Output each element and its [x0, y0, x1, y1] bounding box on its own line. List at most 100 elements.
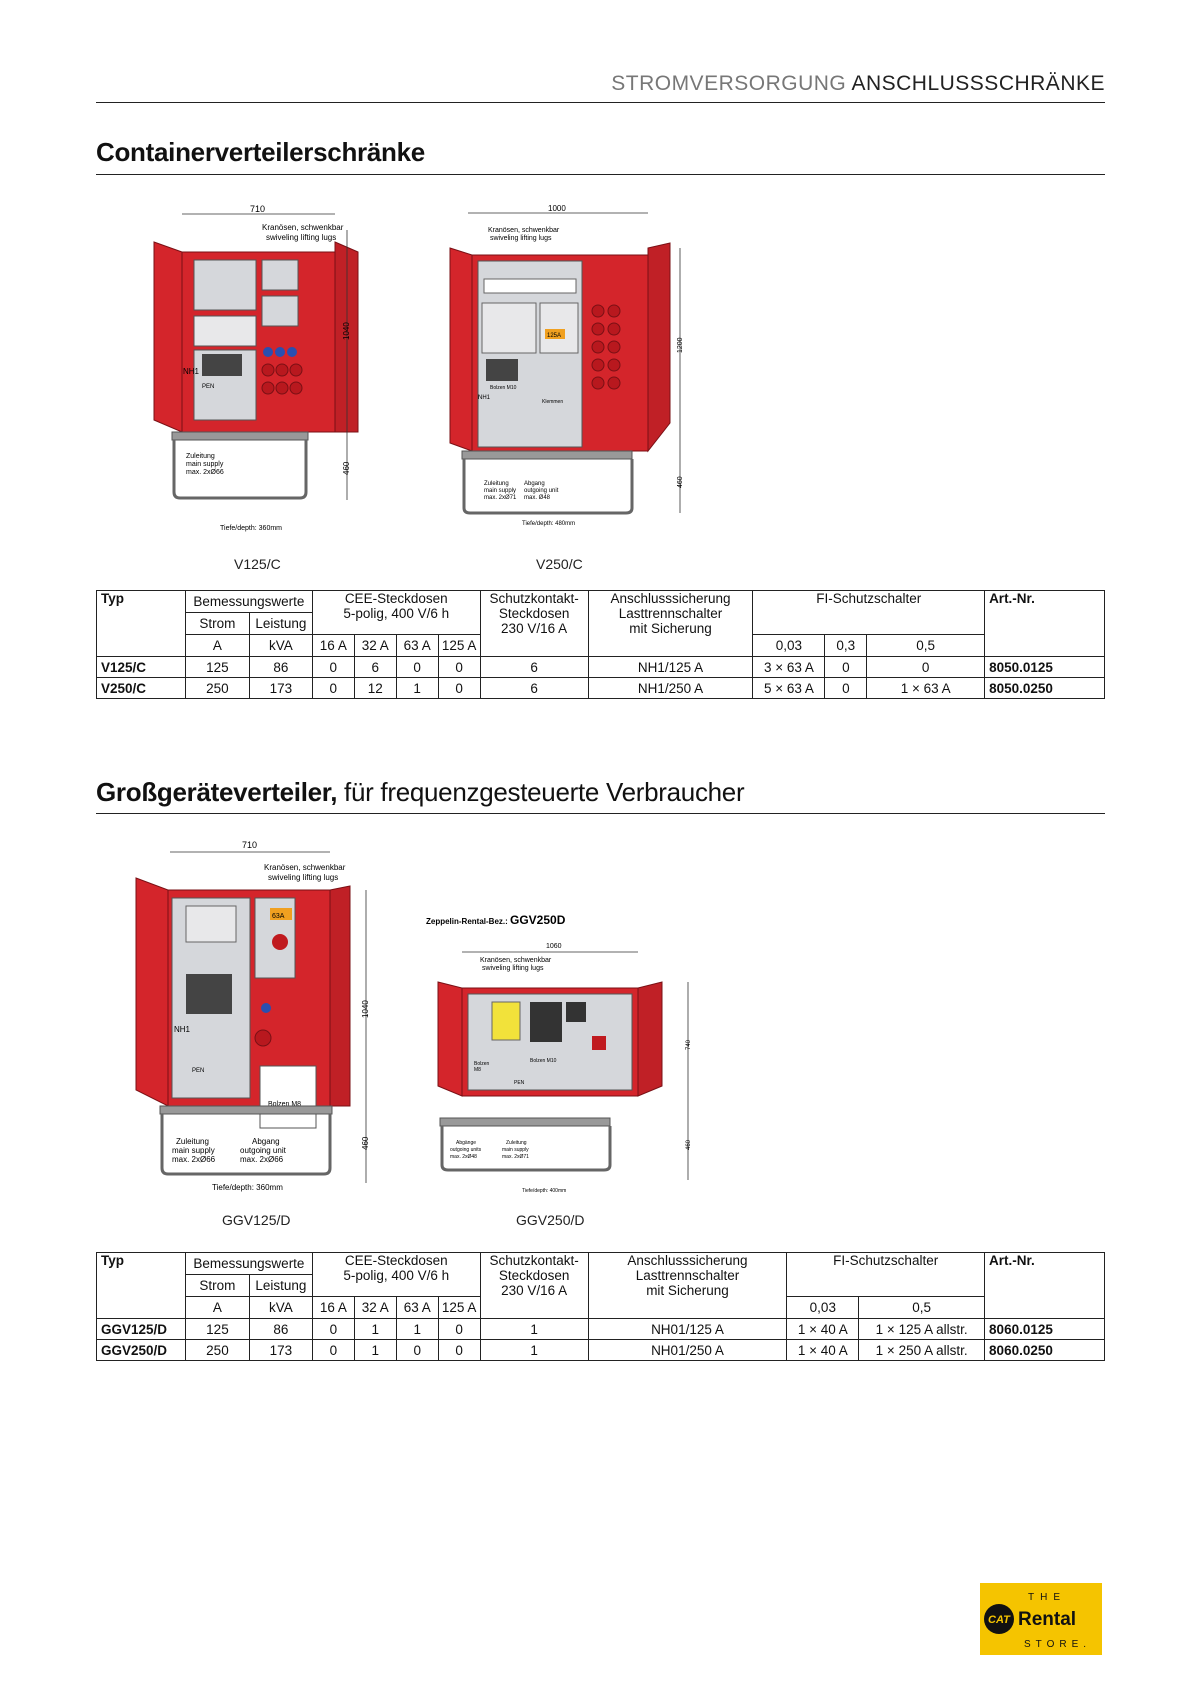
cell-f05: 1 × 250 A allstr.	[858, 1339, 986, 1361]
header-unit-a: A	[184, 1296, 250, 1319]
cell-strom: 250	[184, 1339, 250, 1361]
header-typ: Typ	[96, 590, 186, 657]
header-topic: ANSCHLUSSSCHRÄNKE	[851, 72, 1105, 95]
dim-height-bottom: 460	[686, 1139, 692, 1150]
table-row: GGV250/D 250 173 0 1 0 0 1 NH01/250 A 1 …	[96, 1339, 1105, 1361]
outgoing-label-1: Abgang	[524, 481, 545, 487]
outgoing-label-2: outgoing unit	[240, 1146, 287, 1155]
cell-leistung: 86	[248, 1318, 313, 1340]
dim-height-top: 1200	[677, 337, 684, 353]
cell-anschluss: NH01/250 A	[587, 1339, 788, 1361]
cat-badge: CAT	[988, 1614, 1011, 1626]
header-fi: FI-Schutzschalter	[786, 1252, 986, 1297]
supply-label-1: Zuleitung	[506, 1140, 527, 1146]
supply-label-3: max. 2xØ71	[484, 495, 517, 501]
pen-label: PEN	[192, 1068, 204, 1074]
cell-anschluss: NH1/250 A	[587, 677, 754, 699]
section-title-container: Containerverteilerschränke	[96, 137, 425, 167]
fuse-label: 63A	[272, 913, 285, 920]
lugs-label-en: swiveling lifting lugs	[268, 873, 338, 882]
logo-store: STORE.	[1024, 1639, 1091, 1650]
table-row: GGV125/D 125 86 0 1 1 0 1 NH01/125 A 1 ×…	[96, 1318, 1105, 1340]
cell-schuko: 1	[479, 1318, 589, 1340]
nh-label: NH1	[183, 367, 200, 376]
header-unit-a: A	[184, 634, 250, 657]
depth-label: Tiefe/depth: 360mm	[212, 1183, 283, 1192]
header-c16: 16 A	[311, 1296, 355, 1319]
cell-art: 8050.0125	[984, 656, 1105, 678]
cell-f03: 0	[824, 656, 868, 678]
cell-strom: 250	[184, 677, 250, 699]
cell-c16: 0	[311, 656, 355, 678]
depth-label: Tiefe/depth: 360mm	[220, 525, 282, 532]
header-leistung: Leistung	[248, 612, 313, 635]
cell-strom: 125	[184, 1318, 250, 1340]
header-c32: 32 A	[353, 1296, 397, 1319]
supply-label-2: main supply	[502, 1147, 529, 1153]
cell-c32: 6	[353, 656, 397, 678]
caption-ggv125d: GGV125/D	[222, 1212, 291, 1228]
header-rule	[96, 102, 1105, 103]
cell-anschluss: NH01/125 A	[587, 1318, 788, 1340]
supply-label-1: Zuleitung	[176, 1137, 209, 1146]
dim-width: 710	[250, 204, 265, 214]
section-title-rest: für frequenzgesteuerte Verbraucher	[337, 777, 745, 807]
cell-art: 8050.0250	[984, 677, 1105, 699]
cell-c32: 12	[353, 677, 397, 699]
bolt-m8-label-2: M8	[474, 1067, 481, 1073]
drawing-v125c: 710 Kranösen, schwenkbar swiveling lifti…	[153, 204, 359, 532]
lugs-label-de: Kranösen, schwenkbar	[488, 227, 560, 234]
header-c63: 63 A	[395, 1296, 439, 1319]
cell-typ: GGV250/D	[96, 1339, 186, 1361]
cell-c63: 1	[395, 1318, 439, 1340]
section-title-bold: Großgeräteverteiler,	[96, 777, 338, 807]
terminal-label: Klemmen	[542, 399, 563, 405]
cell-f003: 3 × 63 A	[752, 656, 826, 678]
outgoing-label-3: max. Ø48	[524, 495, 551, 501]
header-f03: 0,3	[824, 634, 868, 657]
logo-the: THE	[1028, 1592, 1066, 1603]
cell-c125: 0	[437, 1318, 481, 1340]
header-c16: 16 A	[311, 634, 355, 657]
cell-anschluss: NH1/125 A	[587, 656, 754, 678]
header-leistung: Leistung	[248, 1274, 313, 1297]
cell-c125: 0	[437, 1339, 481, 1361]
table-header-row: Strom Leistung	[97, 612, 1105, 635]
cell-f003: 1 × 40 A	[786, 1339, 860, 1361]
cell-f03: 0	[824, 677, 868, 699]
cell-c63: 1	[395, 677, 439, 699]
supply-label-3: max. 2xØ66	[172, 1155, 216, 1164]
pen-label: PEN	[202, 384, 214, 390]
cell-c16: 0	[311, 1339, 355, 1361]
rental-code: GGV250D	[510, 913, 566, 927]
table-row: V250/C 250 173 0 12 1 0 6 NH1/250 A 5 × …	[96, 677, 1105, 699]
cell-c16: 0	[311, 1318, 355, 1340]
header-bem: Bemessungswerte	[184, 590, 313, 613]
header-strom: Strom	[184, 1274, 250, 1297]
section-rule	[96, 813, 1105, 814]
outgoing-label-3: max. 2xØ66	[240, 1155, 284, 1164]
header-f05: 0,5	[858, 1296, 986, 1319]
lugs-label-en: swiveling lifting lugs	[266, 233, 336, 242]
lugs-label-en: swiveling lifting lugs	[482, 965, 544, 972]
cell-c32: 1	[353, 1339, 397, 1361]
nh-label: NH1	[174, 1025, 191, 1034]
dim-width: 710	[242, 840, 257, 850]
cell-f003: 5 × 63 A	[752, 677, 826, 699]
header-f05: 0,5	[866, 634, 986, 657]
cell-strom: 125	[184, 656, 250, 678]
header-f003: 0,03	[786, 1296, 860, 1319]
drawing-v250c: 1000 Kranösen, schwenkbar swiveling lift…	[449, 204, 684, 527]
dim-height-bottom: 460	[361, 1136, 370, 1150]
bolt-label: Bolzen M8	[268, 1101, 301, 1108]
header-bem: Bemessungswerte	[184, 1252, 313, 1275]
caption-v125c: V125/C	[234, 556, 281, 572]
cell-c125: 0	[437, 656, 481, 678]
header-c125: 125 A	[437, 1296, 481, 1319]
dim-width: 1000	[548, 204, 566, 213]
